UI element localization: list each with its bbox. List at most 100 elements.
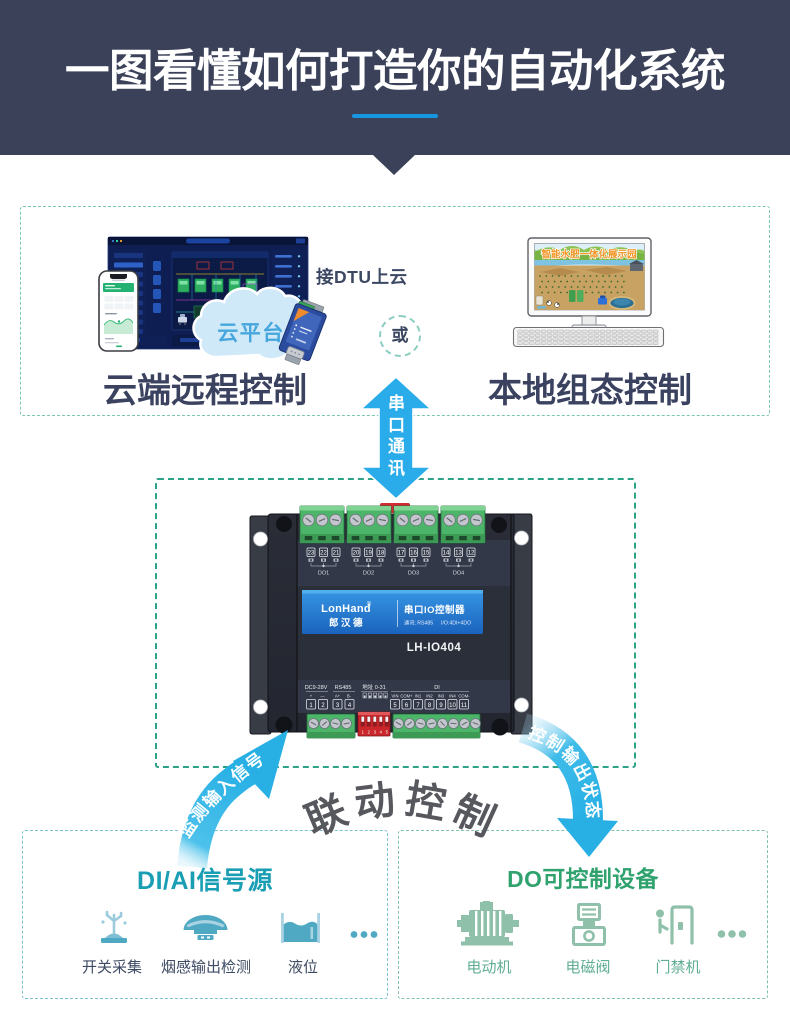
do-pin-number: 13	[455, 551, 462, 557]
keyboard	[512, 326, 665, 348]
or-circle: 或	[379, 315, 421, 357]
desktop-monitor: 智能水肥一体化展示园	[527, 237, 652, 330]
do-pin-number: 23	[308, 551, 315, 557]
dip-number: 3	[374, 730, 377, 735]
do-pin-box	[331, 547, 341, 557]
serial-comm-label: 串口通讯	[388, 394, 405, 478]
dip-number: 4	[380, 730, 383, 735]
di-pin-label: COM-	[458, 694, 470, 699]
di-pin-label: IN3	[438, 694, 445, 699]
do-pin-box	[396, 547, 406, 557]
di-pin-label: IN2	[426, 694, 433, 699]
header-pointer-triangle	[373, 155, 415, 175]
brand-cn: 郎汉德	[329, 617, 365, 629]
do-group-label: DO1	[318, 571, 329, 577]
output-status-arrow	[518, 713, 618, 857]
di-pin-label: IN1	[415, 694, 422, 699]
addr-label: 地址 0-31	[362, 683, 386, 691]
do-pin-number: 12	[468, 551, 475, 557]
do-pin-box	[421, 547, 431, 557]
rs485-pin-label: A+	[335, 694, 341, 699]
do-pin-number: 14	[443, 551, 450, 557]
dip-number: 2	[368, 730, 371, 735]
dtu-note: 接DTU上云	[316, 267, 408, 287]
do-pin-number: 19	[365, 551, 372, 557]
terminal-number: 8	[428, 703, 432, 709]
do-more-dots-icon	[717, 930, 747, 938]
do-pin-box	[306, 547, 316, 557]
brand-en: LonHand	[321, 603, 371, 615]
terminal-number: 4	[348, 703, 352, 709]
smoke-detector-icon	[183, 915, 228, 940]
di-label: DI	[434, 685, 440, 691]
do-pin-number: 18	[378, 551, 385, 557]
di-pin-label: COM+	[400, 694, 413, 699]
di-item-label: 开关采集	[81, 959, 143, 976]
do-pin-number: 15	[423, 551, 430, 557]
do-group-label: DO4	[453, 571, 464, 577]
device-model: LH-IO404	[407, 642, 462, 654]
dtu-device	[278, 299, 327, 365]
input-signal-arrow	[177, 730, 288, 869]
di-box-title: DI/AI信号源	[137, 867, 273, 895]
di-item-label: 烟感输出检测	[160, 959, 252, 976]
di-pin-label: IN4	[449, 694, 456, 699]
terminal-number-box	[459, 699, 469, 710]
switch-collect-icon	[101, 910, 127, 943]
device-panel-sub-right: I/O:4DI+4DO	[441, 621, 471, 627]
svg-text:监测输入信号: 监测输入信号	[175, 749, 269, 841]
device-panel-title: 串口IO控制器	[404, 604, 465, 616]
do-pin-number: 20	[353, 551, 360, 557]
do-pin-number: 21	[333, 551, 340, 557]
local-pc-illustration: 智能水肥一体化展示园	[512, 237, 665, 348]
di-item-label: 液位	[287, 959, 319, 976]
solenoid-valve-icon	[572, 903, 606, 946]
terminal-number-box	[424, 699, 435, 710]
monitor-banner-text: 智能水肥一体化展示园	[541, 249, 636, 261]
linkage-center-label: 联动控制	[300, 777, 501, 848]
do-pin-number: 17	[398, 551, 405, 557]
do-devices-box: DO可控制设备	[398, 830, 768, 999]
access-control-icon	[656, 905, 694, 945]
do-group-label: DO2	[363, 571, 374, 577]
do-pin-box	[466, 547, 476, 557]
terminal-number: 10	[449, 703, 456, 709]
do-pin-box	[319, 547, 328, 557]
terminal-number: 7	[416, 703, 420, 709]
terminal-number-box	[401, 699, 412, 710]
device-panel-sub-left: 通讯: RS485	[404, 619, 433, 627]
di-pin-label: VIN	[392, 694, 399, 699]
do-box-title: DO可控制设备	[507, 866, 659, 892]
terminal-number-box	[332, 699, 343, 710]
do-pin-box	[409, 547, 418, 557]
terminal-number-box	[318, 699, 328, 710]
terminal-number: 5	[393, 703, 397, 709]
linkage-overlay: 监测输入信号 控制输出状态 联动控制	[175, 713, 618, 869]
do-group-label: DO3	[408, 571, 419, 577]
terminal-number: 11	[461, 703, 468, 709]
page-title: 一图看懂如何打造你的自动化系统	[64, 47, 726, 96]
input-arrow-label: 监测输入信号	[175, 749, 267, 841]
monitor-scene: 智能水肥一体化展示园	[534, 246, 645, 310]
serial-comm-arrow	[358, 375, 434, 501]
cloud-platform-label: 云平台	[217, 321, 285, 345]
do-pin-box	[441, 547, 451, 557]
device-label: LonHand ® 郎汉德 串口IO控制器 通讯: RS485 I/O:4DI+…	[302, 590, 483, 634]
terminal-number-box	[413, 699, 423, 710]
terminal-number-box	[436, 699, 446, 710]
cloud-icon: 云平台	[192, 286, 311, 361]
header-banner: 一图看懂如何打造你的自动化系统	[0, 0, 790, 155]
do-pin-number: 16	[410, 551, 417, 557]
power-pin-label: —	[320, 694, 325, 699]
double-arrow-shape	[358, 375, 434, 501]
do-pin-box	[364, 547, 373, 557]
title-underline	[352, 114, 438, 118]
di-more-dots-icon	[350, 931, 378, 938]
terminal-number: 9	[439, 703, 443, 709]
dip-number: 5	[386, 730, 389, 735]
motor-icon	[457, 901, 519, 946]
terminal-number: 1	[309, 703, 313, 709]
